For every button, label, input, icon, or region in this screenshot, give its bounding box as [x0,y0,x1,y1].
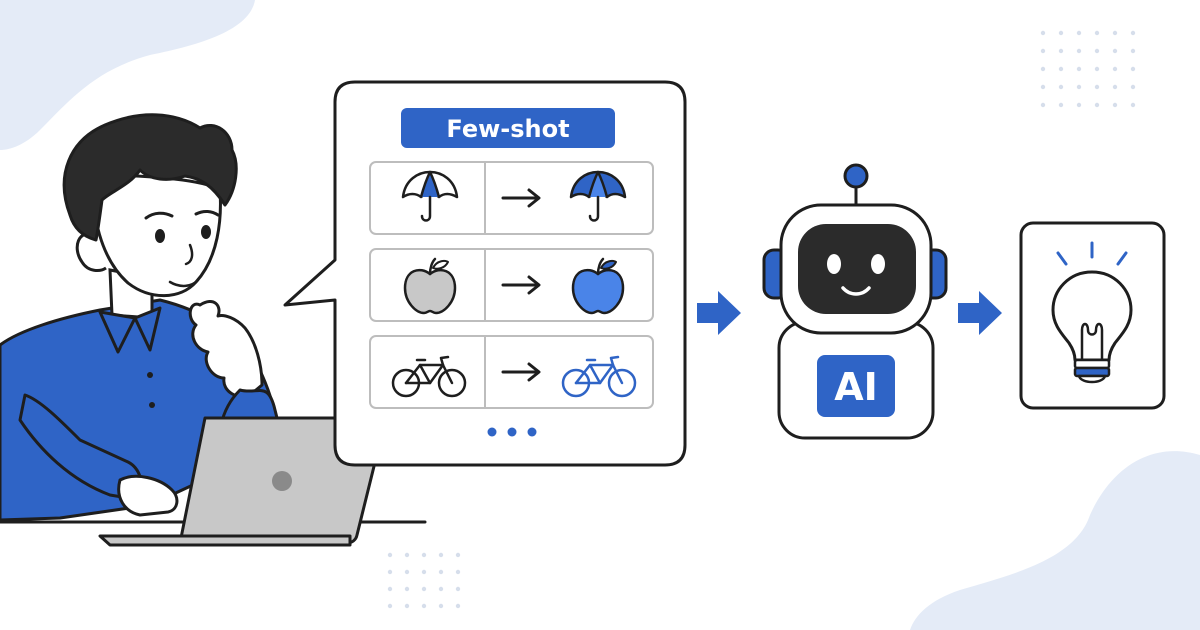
decorative-dot [1130,84,1136,90]
decorative-dot [1130,66,1136,72]
person-hair [62,113,238,242]
decorative-dot [1058,66,1064,72]
decorative-dot [1076,102,1082,108]
decorative-dot [1130,102,1136,108]
person-mouth [168,278,200,288]
flow-arrow-icon [697,291,741,335]
decorative-dot [421,603,427,609]
laptop-logo [272,471,292,491]
example-row-umbrella [369,161,654,235]
decorative-dot [1112,66,1118,72]
laptop-base [98,534,352,547]
decorative-dot [404,586,410,592]
decorative-dot [1040,102,1046,108]
person-hand-typing [117,474,179,517]
decorative-dot [1112,30,1118,36]
person-eyebrow-right [194,210,220,217]
few-shot-badge-background [401,108,615,148]
example-row-apple [369,248,654,322]
robot-screen [798,224,916,314]
transform-arrow-icon [501,275,541,295]
decorative-dot [1058,30,1064,36]
robot-eye-right [871,254,885,274]
decorative-dot [387,569,393,575]
person-nose [184,243,194,266]
decorative-dot [1040,48,1046,54]
background-blob-top-left [0,0,255,150]
shirt-button [147,372,153,378]
ai-robot: AI [762,163,948,440]
decorative-dot [1040,84,1046,90]
decorative-dot [404,569,410,575]
decorative-dot [1094,30,1100,36]
umbrella-outline-icon [401,170,459,222]
umbrella-blue-icon [569,170,627,222]
ai-label: AI [834,365,878,409]
robot-eye-left [827,254,841,274]
more-examples-ellipsis [487,427,537,437]
decorative-dot [387,586,393,592]
decorative-dot [455,552,461,558]
apple-gray-icon [403,257,457,315]
robot-smile [841,286,871,296]
decorative-dot [1130,48,1136,54]
transform-arrow-icon [501,362,541,382]
decorative-dot [421,552,427,558]
decorative-dot [455,603,461,609]
decorative-dot [387,552,393,558]
few-shot-badge: Few-shot [401,108,615,148]
decorative-dot [1058,48,1064,54]
decorative-dot [421,586,427,592]
shirt-button [149,402,155,408]
decorative-dot [1076,48,1082,54]
decorative-dot [438,586,444,592]
example-row-bicycle [369,335,654,409]
decorative-dot [1094,66,1100,72]
decorative-dot [1130,30,1136,36]
decorative-dot [404,552,410,558]
person-collar-left [98,310,137,354]
decorative-dot [1076,84,1082,90]
decorative-dot [455,586,461,592]
decorative-dot [421,569,427,575]
decorative-dot [404,603,410,609]
person-eye-right [201,225,211,239]
few-shot-badge-label: Few-shot [446,115,569,143]
decorative-dot [1094,102,1100,108]
decorative-dot [1076,30,1082,36]
dot-grid-top-right [1040,30,1136,108]
decorative-dot [455,569,461,575]
decorative-dot [1076,66,1082,72]
dot-grid-bottom-center [387,552,461,609]
robot-antenna-ball [843,163,869,189]
flow-arrow-icon [958,291,1002,335]
background-blob-bottom-right [910,451,1200,630]
decorative-dot [387,603,393,609]
decorative-dot [1112,48,1118,54]
person-collar-right [133,306,162,352]
ai-label-background [817,355,895,417]
person-eyebrow-left [144,211,174,220]
decorative-dot [1058,84,1064,90]
decorative-dot [1040,30,1046,36]
bicycle-outline-icon [391,355,467,398]
decorative-dot [1058,102,1064,108]
person-eye-left [155,229,165,243]
decorative-dot [1094,84,1100,90]
apple-blue-icon [571,257,625,315]
decorative-dot [1040,66,1046,72]
transform-arrow-icon [501,188,541,208]
decorative-dot [438,569,444,575]
decorative-dot [1094,48,1100,54]
decorative-dot [1112,84,1118,90]
lightbulb-icon [1051,241,1133,384]
bicycle-blue-icon [561,355,637,398]
decorative-dot [1112,102,1118,108]
decorative-dot [438,603,444,609]
decorative-dot [438,552,444,558]
